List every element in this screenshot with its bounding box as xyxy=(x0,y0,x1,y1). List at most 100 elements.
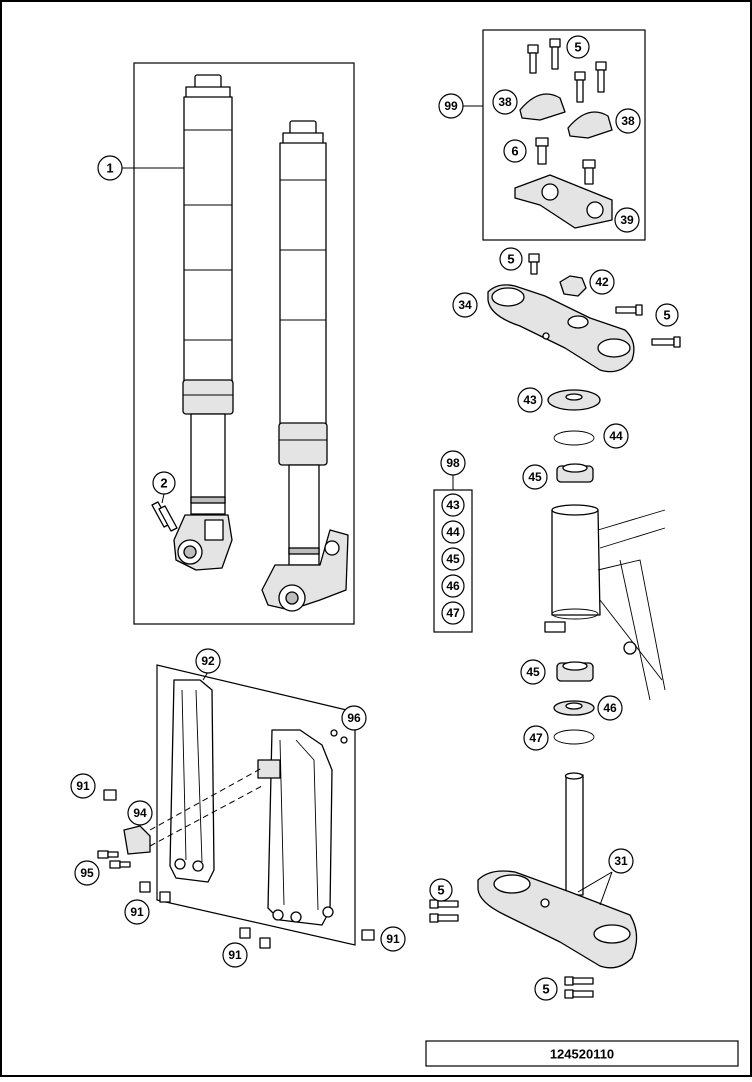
callout-45-upper[interactable] xyxy=(522,464,548,490)
frame-steering-head xyxy=(544,504,666,701)
kit-bolts xyxy=(527,38,607,185)
fork-assembly-group: 1 2 xyxy=(97,62,355,625)
fork-guard-left xyxy=(169,679,215,883)
upper-triple-clamp xyxy=(487,284,635,373)
callout-44[interactable] xyxy=(603,423,629,449)
handlebar-clamp-upper-left xyxy=(519,93,566,121)
callout-95-label: 95 xyxy=(80,866,94,880)
callout-34-label: 34 xyxy=(458,298,472,312)
lower-o-ring xyxy=(553,729,595,745)
callout-95[interactable] xyxy=(74,860,100,886)
callout-99-label: 99 xyxy=(444,99,458,113)
callout-96-label: 96 xyxy=(347,711,361,725)
callout-5-kit-label: 5 xyxy=(574,40,581,55)
callout-91-bottom-right[interactable] xyxy=(380,926,406,952)
callout-1-label: 1 xyxy=(106,161,113,176)
callout-99[interactable] xyxy=(438,93,464,119)
callout-45-lower[interactable] xyxy=(520,659,546,685)
callout-46-label: 46 xyxy=(603,701,617,715)
fork-guard-group: 92 96 91 94 95 91 91 91 xyxy=(70,648,406,968)
callout-6[interactable] xyxy=(503,139,527,163)
callout-2-label: 2 xyxy=(160,476,167,491)
lower-triple-clamp-group: 31 5 5 xyxy=(429,772,638,1001)
clamp-kit-box xyxy=(482,29,646,241)
callout-94[interactable] xyxy=(127,800,153,826)
callout-39[interactable] xyxy=(614,207,640,233)
callout-5-clamp-bolt-label: 5 xyxy=(663,308,670,323)
fork-clamp-screws xyxy=(151,501,178,532)
kit-item-45-label: 45 xyxy=(446,552,460,566)
kit-item-43[interactable] xyxy=(441,493,465,517)
callout-45-upper-label: 45 xyxy=(528,470,542,484)
document-number-box xyxy=(425,1040,739,1067)
fork-guard-right xyxy=(267,729,333,926)
callout-96[interactable] xyxy=(341,705,367,731)
callout-34[interactable] xyxy=(452,292,478,318)
handlebar-clamp-upper-right xyxy=(567,111,613,139)
kit-item-44[interactable] xyxy=(441,520,465,544)
callout-42[interactable] xyxy=(589,269,615,295)
callout-91-top-left-label: 91 xyxy=(76,779,90,793)
kit-item-45[interactable] xyxy=(441,547,465,571)
lower-triple-clamp xyxy=(477,870,638,969)
bearing-kit-list: 98 43 44 45 46 47 xyxy=(433,450,473,633)
clamp-kit-group: 99 5 38 38 6 39 xyxy=(438,29,646,241)
kit-item-47[interactable] xyxy=(441,601,465,625)
callout-5-clamp-bolt[interactable] xyxy=(655,303,679,327)
callout-92[interactable] xyxy=(195,648,221,674)
callout-91-bottom-right-label: 91 xyxy=(386,932,400,946)
fork-assembly-box xyxy=(133,62,355,625)
kit-item-47-label: 47 xyxy=(446,606,460,620)
callout-43-label: 43 xyxy=(523,393,537,407)
callout-46[interactable] xyxy=(597,695,623,721)
left-fork-leg xyxy=(173,74,234,571)
kit-item-43-label: 43 xyxy=(446,498,460,512)
callout-1[interactable] xyxy=(97,155,123,181)
callout-5-kit[interactable] xyxy=(566,35,590,59)
steering-bearings-group: 43 44 45 xyxy=(517,387,629,490)
callout-91-bottom-middle[interactable] xyxy=(222,942,248,968)
callout-31[interactable] xyxy=(608,848,634,874)
callout-91-top-left[interactable] xyxy=(70,773,96,799)
callout-94-label: 94 xyxy=(133,806,147,820)
steering-stem xyxy=(565,774,584,896)
brake-line-clamp xyxy=(123,825,151,855)
lower-bearings-group: 45 46 47 xyxy=(520,659,623,751)
callout-91-bottom-left-label: 91 xyxy=(130,905,144,919)
callout-2[interactable] xyxy=(152,471,176,495)
callout-98[interactable] xyxy=(440,450,466,476)
kit-item-46[interactable] xyxy=(441,574,465,598)
fork-guard-sheet xyxy=(156,664,356,946)
callout-91-bottom-middle-label: 91 xyxy=(228,948,242,962)
callout-5-lower-left-label: 5 xyxy=(437,883,444,898)
callout-5-lower-right[interactable] xyxy=(534,977,558,1001)
callout-5-top-bolt[interactable] xyxy=(499,247,523,271)
callout-98-label: 98 xyxy=(446,456,460,470)
upper-triple-clamp-group: 5 42 34 5 xyxy=(452,247,681,373)
kit-item-46-label: 46 xyxy=(446,579,460,593)
callout-44-label: 44 xyxy=(609,429,623,443)
callout-47[interactable] xyxy=(523,725,549,751)
callout-38-left[interactable] xyxy=(492,89,518,115)
callout-91-bottom-left[interactable] xyxy=(124,899,150,925)
bearing-kit-box xyxy=(433,489,473,633)
callout-38-right-label: 38 xyxy=(621,114,635,128)
steering-stem-nut xyxy=(559,275,587,297)
callout-5-lower-left[interactable] xyxy=(429,878,453,902)
callout-39-label: 39 xyxy=(620,213,634,227)
callout-38-right[interactable] xyxy=(615,108,641,134)
callout-6-label: 6 xyxy=(511,144,518,159)
callout-43[interactable] xyxy=(517,387,543,413)
right-fork-leg xyxy=(261,120,349,612)
document-number-block: 124520110 xyxy=(425,1040,739,1067)
callout-38-left-label: 38 xyxy=(498,95,512,109)
callout-92-label: 92 xyxy=(201,654,215,668)
callout-31-label: 31 xyxy=(614,854,628,868)
lower-clamp-bolts xyxy=(429,899,594,999)
kit-item-44-label: 44 xyxy=(446,525,460,539)
callout-5-lower-right-label: 5 xyxy=(542,982,549,997)
document-number: 124520110 xyxy=(550,1047,614,1062)
callout-5-top-bolt-label: 5 xyxy=(507,252,514,267)
